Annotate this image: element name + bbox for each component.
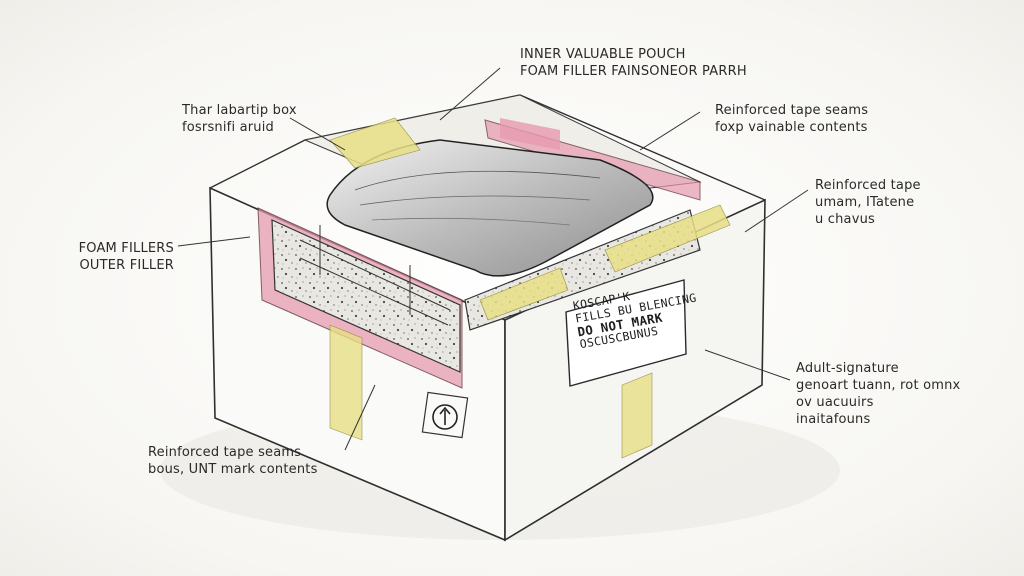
callout-tape-right-line3: u chavus [815,212,876,227]
leader-inner-pouch [439,67,501,121]
tape-top-left [329,117,421,169]
callout-adult-signature-line4: inaitafouns [796,412,871,427]
callout-adult-signature-line1: Adult-signature [796,361,899,376]
callout-foam-fillers-line1: FOAM FILLERS [78,241,174,256]
tape-right-mid [479,267,569,321]
callout-inner-pouch-line1: INNER VALUABLE POUCH [520,47,686,62]
leader-tape-right [744,189,809,233]
callout-foam-fillers-line2: OUTER FILLER [79,258,174,273]
foam-filler-block [271,219,461,373]
leader-tape-seams-bottom [344,384,376,451]
leader-adult-signature [704,349,791,381]
tape-red-top [500,118,560,150]
arrow-up-handling-icon [432,404,458,430]
callout-tape-seams-bottom-line1: Reinforced tape seams [148,445,302,460]
callout-inner-pouch-line2: FOAM FILLER FAINSONEOR PARRH [520,64,747,79]
callout-tape-seams-top-line2: foxp vainable contents [715,120,868,135]
leader-box [289,117,346,151]
shipping-label-frame [565,279,687,387]
leader-foam-fillers [177,236,251,247]
callout-tape-right-line1: Reinforced tape [815,178,921,193]
callout-inner-pouch: INNER VALUABLE POUCH FOAM FILLER FAINSON… [520,46,747,80]
callout-tape-right-line2: umam, ITatene [815,195,915,210]
tape-front-left [329,324,363,441]
leader-tape-seams-top [639,111,701,151]
callout-tape-seams-top-line1: Reinforced tape seams [715,103,869,118]
callout-box-line1: Thar labartip box [182,103,297,118]
callout-tape-seams-bottom: Reinforced tape seams bous, UNT mark con… [148,444,318,478]
callout-box: Thar labartip box fosrsnifi aruid [182,102,297,136]
callout-tape-seams-top: Reinforced tape seams foxp vainable cont… [715,102,868,136]
handling-symbol-frame [421,391,469,439]
callout-tape-right: Reinforced tape umam, ITatene u chavus [815,177,921,228]
tape-right-top [604,204,731,273]
callout-adult-signature: Adult-signature genoart tuann, rot omnx … [796,360,960,428]
callout-adult-signature-line2: genoart tuann, rot omnx [796,378,961,393]
callout-box-line2: fosrsnifi aruid [182,120,275,135]
callout-tape-seams-bottom-line2: bous, UNT mark contents [148,462,318,477]
callout-foam-fillers: FOAM FILLERS OUTER FILLER [72,240,174,274]
callout-adult-signature-line3: ov uacuuirs [796,395,874,410]
tape-front-right [621,372,653,459]
